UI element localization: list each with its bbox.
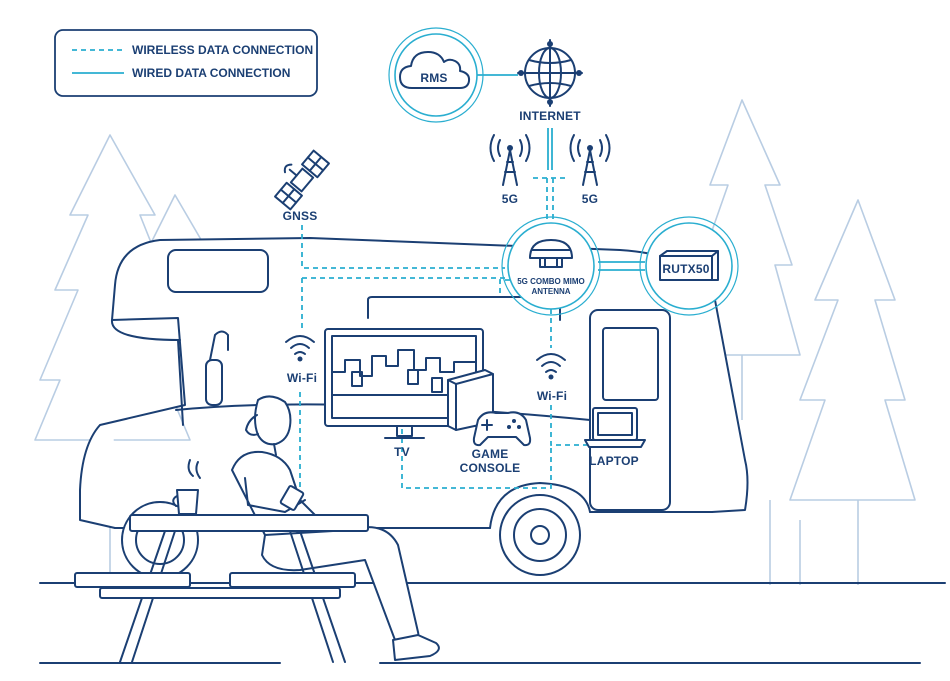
gnss-node: GNSS <box>274 149 330 223</box>
satellite-icon <box>274 149 330 211</box>
tower-right-label: 5G <box>582 192 598 206</box>
rms-node: RMS <box>388 27 484 123</box>
laptop-label: LAPTOP <box>589 454 639 468</box>
antenna-label-line2: ANTENNA <box>531 287 570 296</box>
cell-tower-icon <box>489 134 531 186</box>
wifi-right-label: Wi-Fi <box>537 389 567 403</box>
router-icon <box>659 250 719 281</box>
legend-wired-label: WIRED DATA CONNECTION <box>132 66 290 80</box>
wifi-right-node: Wi-Fi <box>536 353 567 403</box>
wifi-icon <box>536 353 566 380</box>
laptop-node: LAPTOP <box>584 407 646 468</box>
tv-label: TV <box>394 445 410 459</box>
laptop-icon <box>584 407 646 448</box>
wifi-left-node: Wi-Fi <box>285 335 317 385</box>
legend: WIRELESS DATA CONNECTION WIRED DATA CONN… <box>54 29 318 97</box>
antenna-label-line1: 5G COMBO MIMO <box>517 277 585 286</box>
tv-icon <box>324 328 494 439</box>
internet-node: INTERNET <box>517 39 583 123</box>
cell-tower-icon <box>569 134 611 186</box>
rms-label: RMS <box>420 71 447 85</box>
tower-left-node: 5G <box>489 134 531 206</box>
cloud-icon <box>399 51 471 89</box>
game-console-node: GAME CONSOLE <box>460 411 532 475</box>
legend-wireless-label: WIRELESS DATA CONNECTION <box>132 43 313 57</box>
globe-icon <box>517 39 583 107</box>
router-node: RUTX50 <box>639 216 739 316</box>
gnss-label: GNSS <box>283 209 318 223</box>
picnic-scene <box>74 395 440 663</box>
game-console-label-line2: CONSOLE <box>460 461 521 475</box>
game-console-label-line1: GAME <box>472 447 509 461</box>
tv-node: TV <box>324 328 494 459</box>
tower-left-label: 5G <box>502 192 518 206</box>
internet-label: INTERNET <box>519 109 581 123</box>
wifi-icon <box>285 335 315 362</box>
gamepad-icon <box>472 411 532 447</box>
antenna-node: 5G COMBO MIMO ANTENNA <box>501 216 601 316</box>
antenna-icon <box>529 239 573 268</box>
router-label: RUTX50 <box>662 262 709 276</box>
tower-right-node: 5G <box>569 134 611 206</box>
wifi-left-label: Wi-Fi <box>287 371 317 385</box>
